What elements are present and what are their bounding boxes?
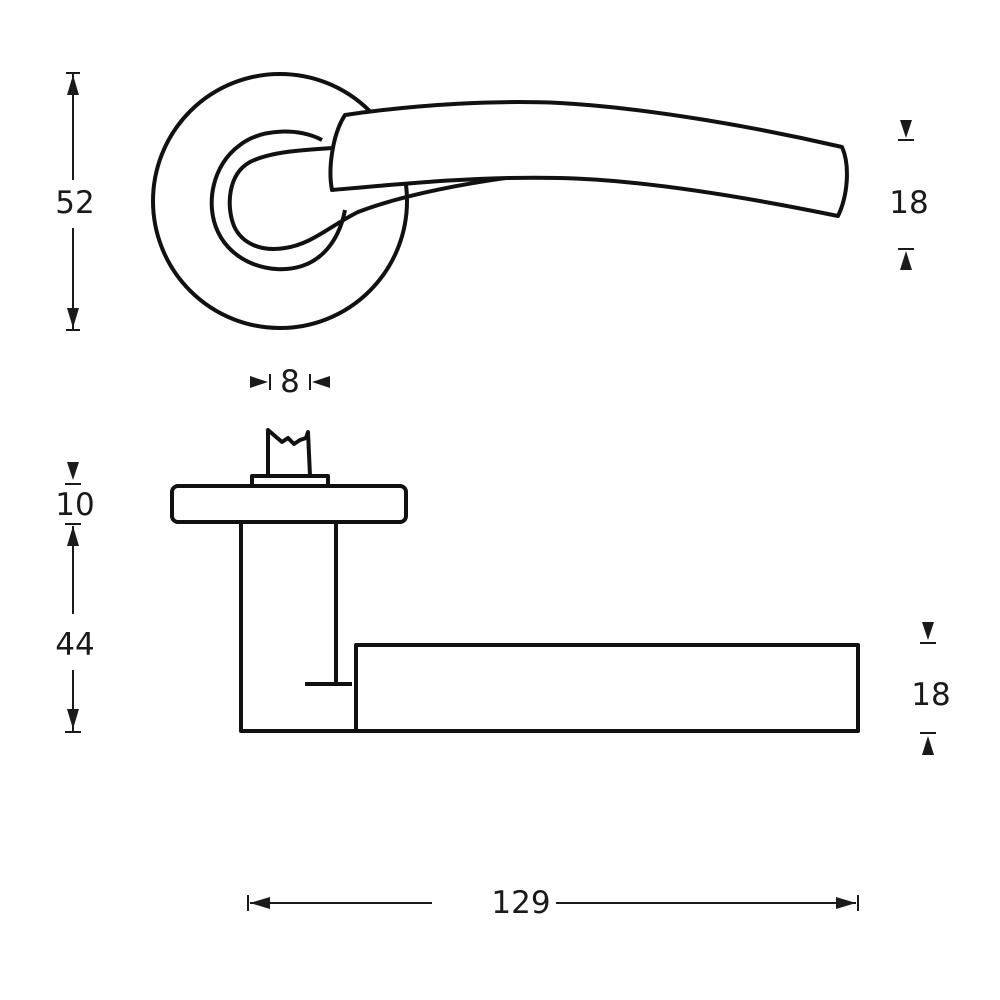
rose-outer-circle (151, 72, 409, 330)
lever-grip-profile (354, 643, 860, 733)
lever-shank (239, 522, 356, 733)
dim-label-lever-length: 129 (486, 888, 556, 919)
dim-8-arrows (250, 374, 330, 390)
spindle-stub (266, 428, 312, 477)
rose-inner-ring (209, 129, 347, 272)
dim-52-line (66, 72, 80, 331)
dim-label-lever-height-side: 18 (906, 680, 956, 711)
rose-plate (170, 484, 408, 524)
lever-grip (328, 100, 849, 218)
dim-label-lever-height-top: 18 (884, 188, 934, 219)
dim-label-spindle-width: 8 (276, 367, 304, 398)
dim-10-44-lines (65, 462, 81, 733)
dim-label-rose-thickness: 10 (50, 490, 100, 521)
top-view-lever-on-rose (151, 72, 849, 330)
lever-neck (227, 146, 521, 251)
dim-label-projection: 44 (50, 630, 100, 661)
dim-18-top-arrows (898, 120, 914, 270)
side-view-profile (170, 428, 860, 733)
dim-18-side-arrows (920, 622, 936, 755)
dim-label-rose-diameter: 52 (50, 188, 100, 219)
